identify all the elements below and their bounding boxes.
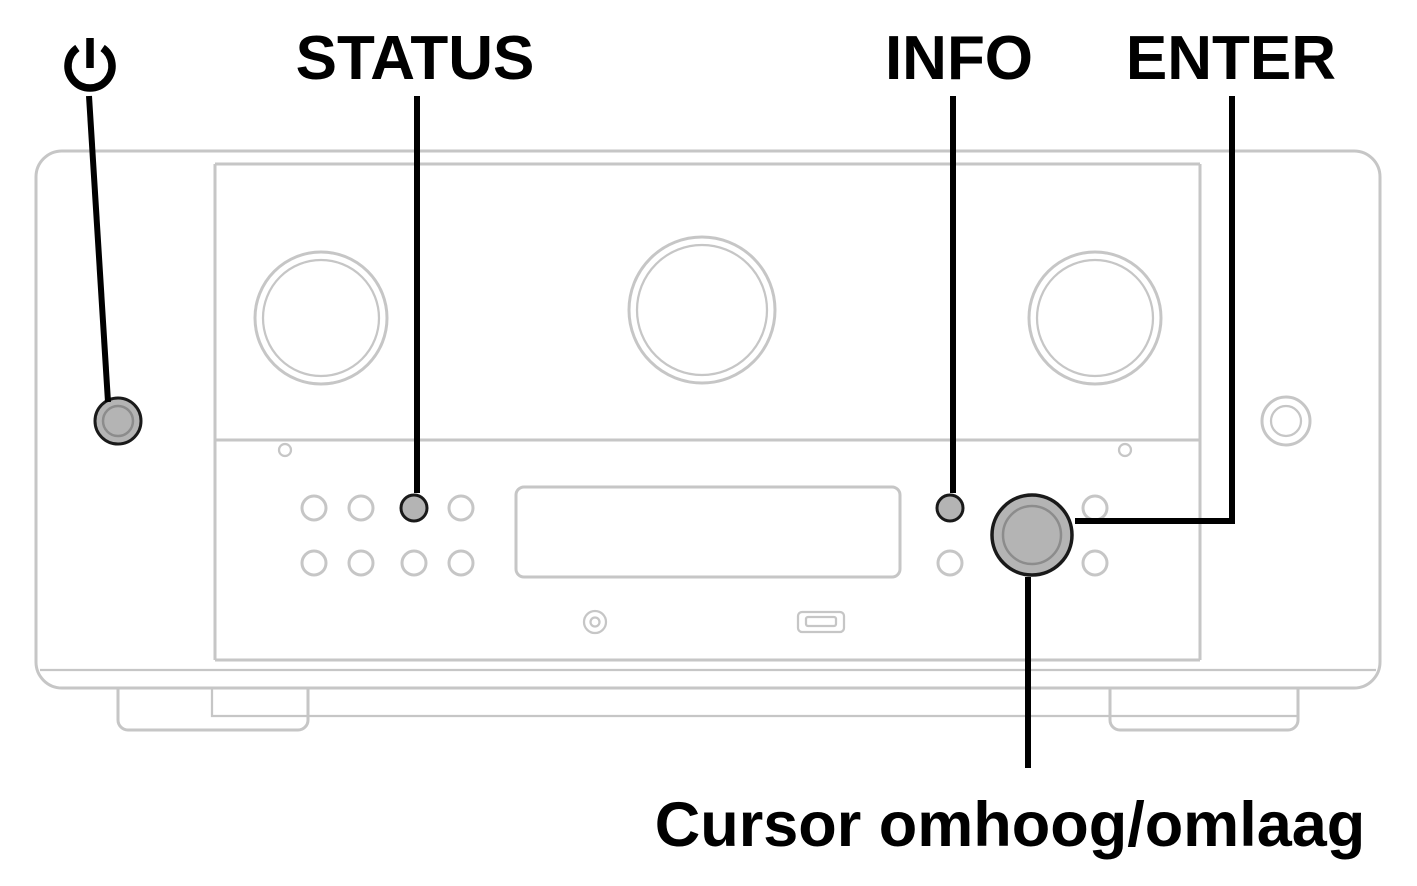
highlighted-controls (93, 396, 1074, 577)
power-icon (64, 38, 116, 92)
enter-label: ENTER (1126, 24, 1336, 93)
device-outline (34, 149, 1382, 732)
front-jack (582, 609, 608, 635)
cursor-up-down-knob (990, 493, 1074, 577)
info-label: INFO (885, 24, 1033, 93)
base-bar (210, 686, 1300, 718)
right-foot (1108, 686, 1300, 732)
left-foot (116, 686, 310, 732)
enter-callout-line (1075, 96, 1235, 524)
status-button (399, 493, 429, 523)
power-button (93, 396, 143, 446)
status-label: STATUS (296, 24, 535, 93)
power-callout-line (86, 95, 111, 403)
labels: STATUS INFO ENTER Cursor omhoog/omlaag (64, 24, 1366, 860)
info-button (935, 493, 965, 523)
display-window (514, 485, 902, 579)
usb-port (796, 610, 846, 634)
callout-lines (86, 95, 1235, 768)
porthole-display (627, 235, 777, 385)
screw-left (277, 442, 293, 458)
cursor-label: Cursor omhoog/omlaag (655, 790, 1366, 860)
chassis-outline (34, 149, 1382, 690)
front-button-grid (300, 494, 475, 577)
side-knob (1260, 395, 1312, 447)
screw-right (1117, 442, 1133, 458)
left-knob (253, 250, 389, 386)
right-knob (1027, 250, 1163, 386)
